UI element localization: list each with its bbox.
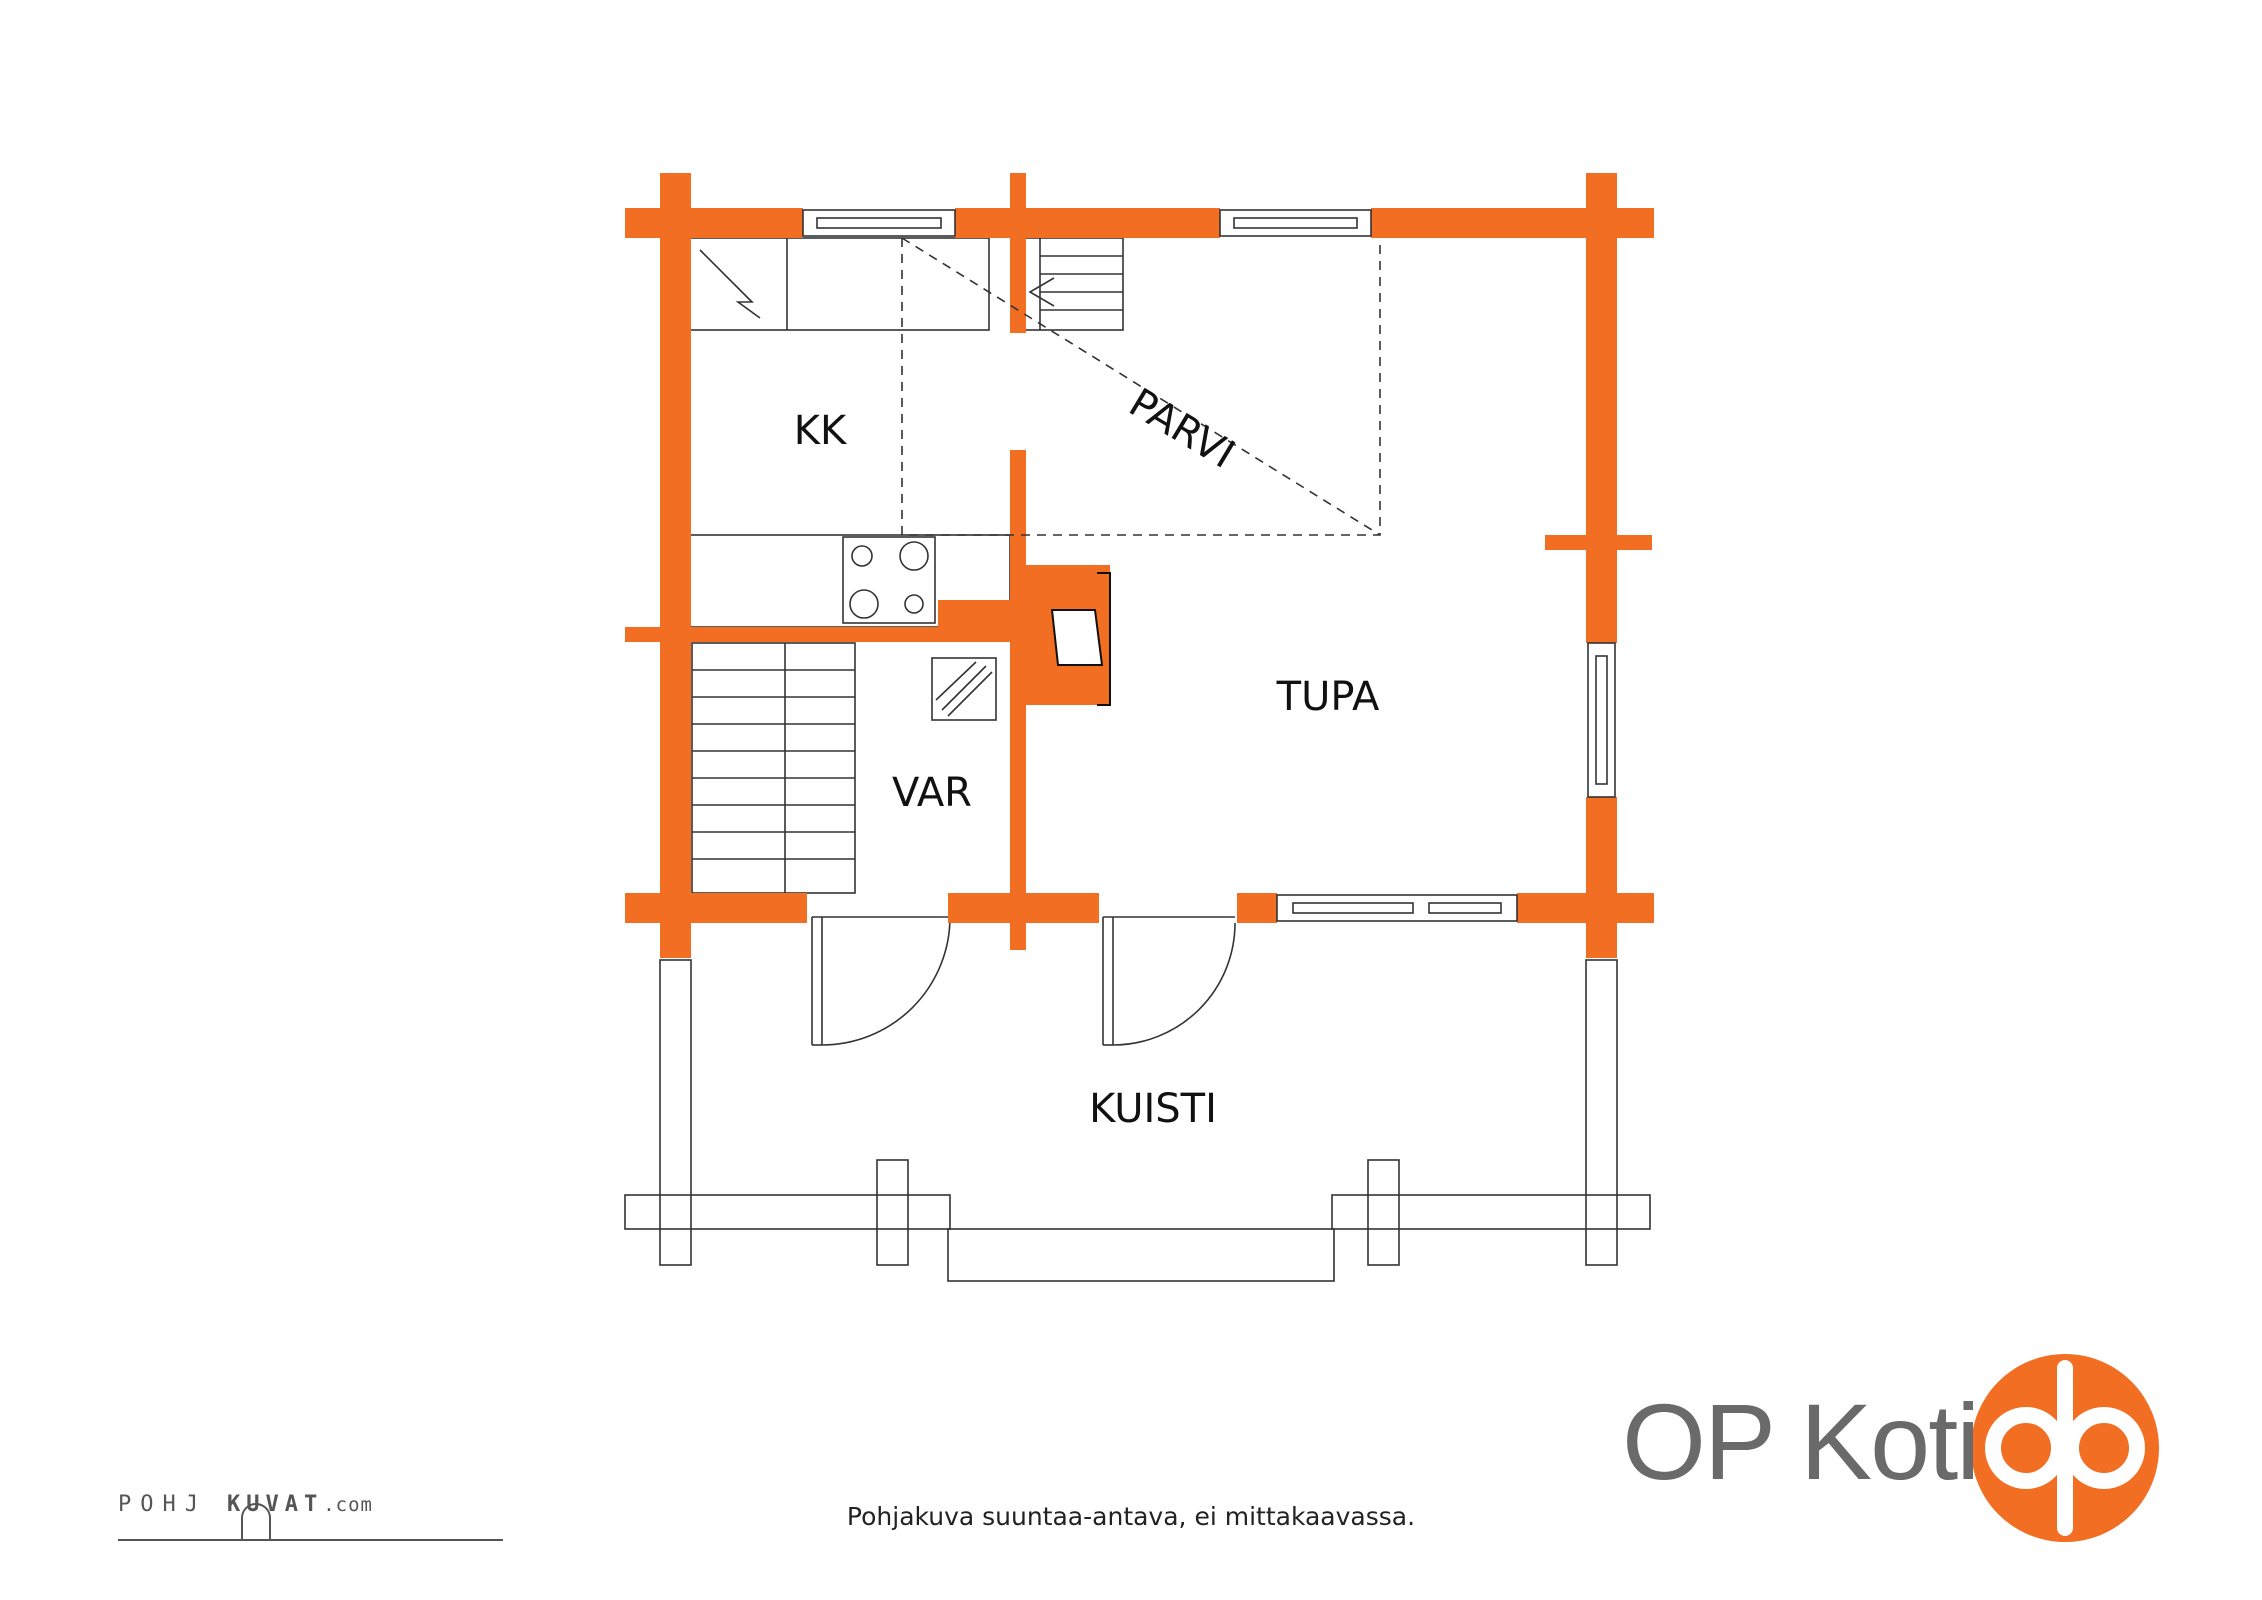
- porch-steps: [947, 1228, 1335, 1282]
- watermark-lines: [118, 1503, 503, 1541]
- porch-rail-left: [624, 1194, 951, 1230]
- room-label-tupa: TUPA: [1276, 674, 1380, 720]
- room-label-var: VAR: [892, 770, 972, 816]
- porch-rail-right: [1331, 1194, 1651, 1230]
- brand-name: OP Koti: [1622, 1381, 1980, 1502]
- watermark-logo: POHJ KUVAT.com: [118, 1492, 373, 1517]
- stove: [842, 536, 936, 624]
- disclaimer-caption: Pohjakuva suuntaa-antava, ei mittakaavas…: [846, 1502, 1416, 1531]
- room-label-kk: KK: [794, 408, 848, 454]
- fireplace-outline: [1050, 572, 1111, 706]
- room-label-parvi: PARVI: [1121, 380, 1242, 478]
- watermark-part1: POHJ: [118, 1492, 207, 1517]
- watermark-part3: .com: [323, 1494, 373, 1516]
- windows: [802, 209, 1616, 922]
- room-label-kuisti: KUISTI: [1089, 1086, 1217, 1132]
- watermark-part2: KUVAT: [226, 1492, 324, 1517]
- op-logo-icon: [1971, 1354, 2159, 1542]
- loft-outline: [901, 237, 1381, 536]
- porch-post-mid-right: [1367, 1159, 1400, 1266]
- porch-post-right: [1585, 959, 1618, 1266]
- porch-post-left: [659, 959, 692, 1266]
- small-stair: [1019, 237, 1124, 331]
- walls: [625, 173, 1654, 958]
- porch-post-mid-left: [876, 1159, 909, 1266]
- main-stair: [691, 642, 856, 894]
- water-heater: [931, 657, 997, 721]
